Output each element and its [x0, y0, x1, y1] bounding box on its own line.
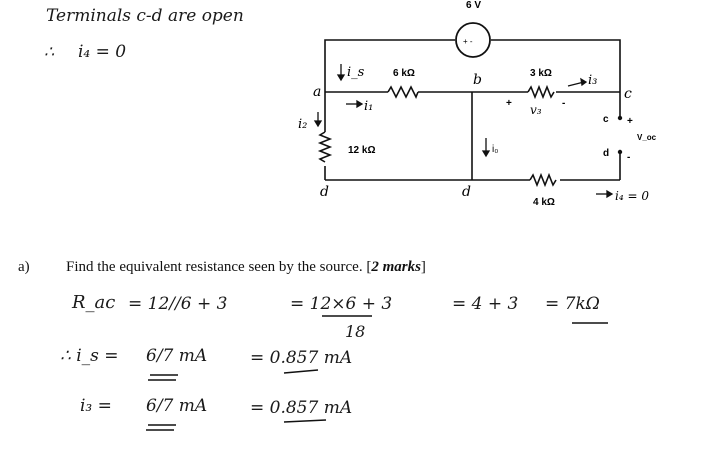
label-i2: i₂ — [298, 117, 307, 132]
label-source-polarity: + - — [463, 37, 473, 46]
label-voc-minus: - — [627, 152, 630, 163]
label-node-b: b — [473, 72, 482, 88]
label-node-c: c — [624, 86, 632, 102]
work-rac-denominator: 18 — [345, 322, 366, 341]
label-source-voltage: 6 V — [466, 0, 481, 11]
question-text: Find the equivalent resistance seen by t… — [66, 259, 426, 276]
label-r3: 12 kΩ — [348, 145, 375, 156]
underline-is-frac — [148, 374, 178, 381]
arrow-i3-head — [580, 77, 588, 87]
note-i4-zero: i₄ = 0 — [78, 42, 127, 62]
label-r2: 3 kΩ — [530, 68, 552, 79]
label-i1: i₁ — [364, 99, 373, 114]
arrow-i2-head — [313, 120, 323, 128]
terminal-c — [617, 115, 623, 121]
resistor-12k — [317, 131, 333, 163]
work-rac-product: = 12×6 + 3 — [290, 294, 393, 314]
wire-source-right — [491, 39, 621, 92]
resistor-4k — [529, 172, 557, 188]
label-r4: 4 kΩ — [533, 197, 555, 208]
underline-i3-frac — [146, 424, 176, 431]
arrow-i0-head — [481, 150, 491, 158]
work-is-value: = 0.857 mA — [250, 348, 353, 368]
label-i3: i₃ — [588, 73, 597, 88]
work-i3-fraction: 6/7 mA — [146, 396, 208, 416]
resistor-6k — [387, 85, 419, 99]
label-i4: i₄ = 0 — [615, 189, 649, 203]
label-terminal-c: c — [603, 114, 609, 125]
label-node-d-left: d — [320, 184, 329, 200]
work-rac-lhs: R_ac — [72, 292, 116, 313]
question-body: Find the equivalent resistance seen by t… — [66, 259, 372, 275]
arrow-i1-head — [356, 99, 364, 109]
arrow-i4-head — [606, 189, 614, 199]
work-is-lhs: ∴ i_s = — [60, 346, 119, 366]
voltage-source — [455, 22, 491, 58]
terminal-d — [617, 149, 623, 155]
work-i3-value: = 0.857 mA — [250, 398, 353, 418]
underline-i3-value — [283, 419, 327, 423]
question-marks: 2 marks — [371, 259, 421, 275]
work-rac-expr: = 12//6 + 3 — [128, 294, 228, 314]
arrow-is-head — [336, 74, 346, 82]
label-is: i_s — [347, 65, 365, 80]
label-voc-plus: + — [627, 116, 633, 127]
work-i3-lhs: i₃ = — [80, 396, 112, 416]
label-v3-plus: + — [506, 98, 512, 109]
underline-is-value — [283, 369, 319, 374]
question-close: ] — [420, 259, 426, 275]
label-terminal-d: d — [603, 148, 609, 159]
label-r1: 6 kΩ — [393, 68, 415, 79]
label-voc: V_oc — [637, 133, 657, 142]
work-rac-result: = 7kΩ — [545, 294, 600, 314]
note-terminals-open: Terminals c-d are open — [46, 6, 244, 26]
label-node-a: a — [313, 84, 321, 100]
wire-source-left — [324, 39, 455, 92]
label-i0: i₀ — [492, 144, 498, 155]
label-v3: v₃ — [530, 103, 542, 117]
note-therefore: ∴ — [44, 42, 55, 61]
label-v3-minus: - — [562, 98, 565, 109]
question-label: a) — [18, 259, 30, 275]
resistor-3k — [527, 84, 555, 100]
work-is-fraction: 6/7 mA — [146, 346, 208, 366]
work-rac-sum: = 4 + 3 — [452, 294, 519, 314]
label-node-d-mid: d — [462, 184, 471, 200]
